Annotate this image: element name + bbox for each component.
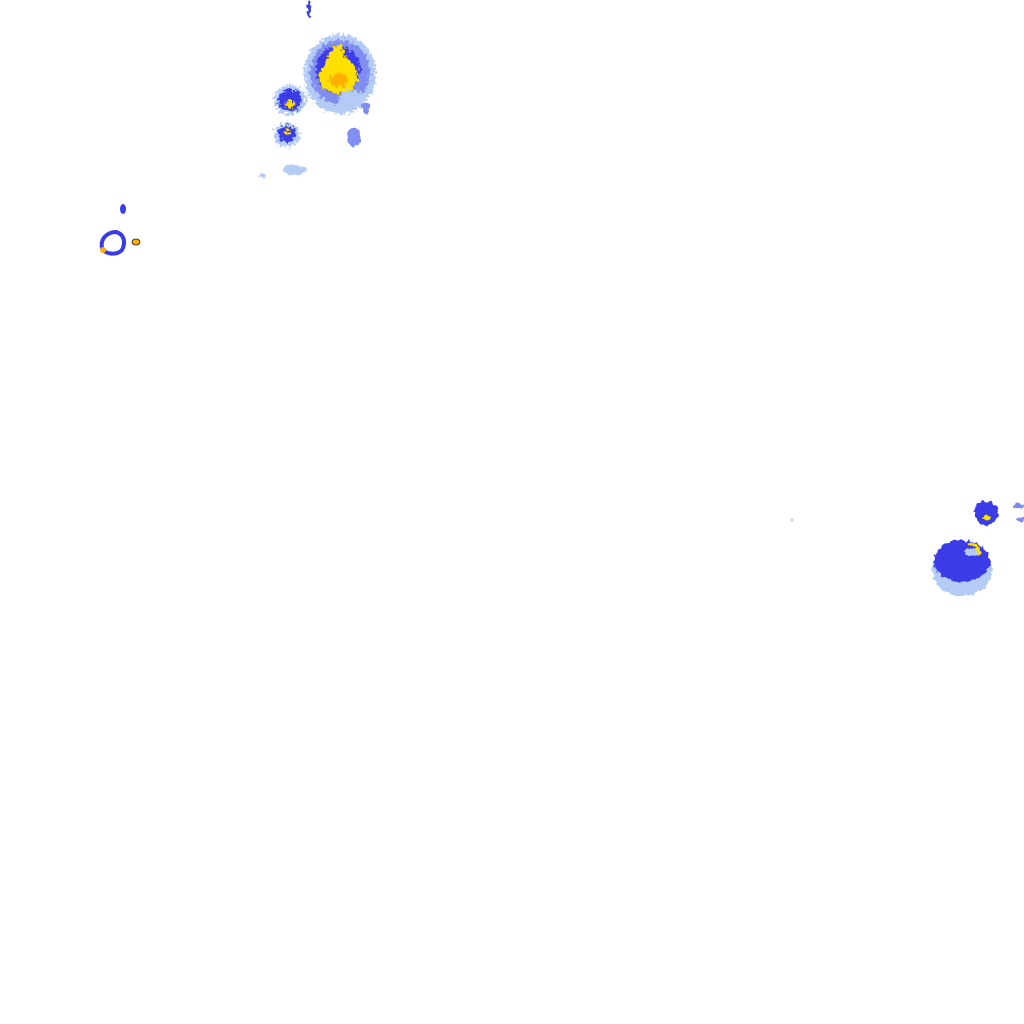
echo-heavy <box>967 543 981 556</box>
echo-light <box>946 585 978 595</box>
echo-heavy <box>131 238 141 246</box>
storm-cell-east-large <box>932 540 992 596</box>
echo-mid <box>1012 503 1024 509</box>
echo-heavy <box>285 130 291 136</box>
echo-moderate <box>934 540 990 582</box>
echo-intense <box>329 73 347 87</box>
storm-cell-west <box>99 204 141 256</box>
echo-light <box>964 548 980 556</box>
echo-moderate <box>974 501 998 525</box>
echo-heavy <box>285 100 295 108</box>
echo-light <box>259 174 265 178</box>
storm-cell-east-small <box>974 501 1024 525</box>
echo-mid <box>1016 517 1024 521</box>
echo-light <box>338 90 366 110</box>
echo-heavy <box>318 44 358 94</box>
echo-mid <box>362 102 370 114</box>
echo-moderate <box>120 204 126 214</box>
echo-mid <box>347 128 361 146</box>
echo-light <box>283 165 307 175</box>
storm-cell-small-b <box>274 123 300 147</box>
storm-fragments-north <box>259 2 370 178</box>
storm-cell-north <box>304 34 376 114</box>
echo-heavy <box>100 247 106 253</box>
echo-moderate <box>307 2 311 18</box>
storm-cell-small-a <box>274 85 306 115</box>
echo-heavy <box>984 515 990 521</box>
echo-ring <box>99 229 126 256</box>
echo-speck <box>790 518 794 522</box>
